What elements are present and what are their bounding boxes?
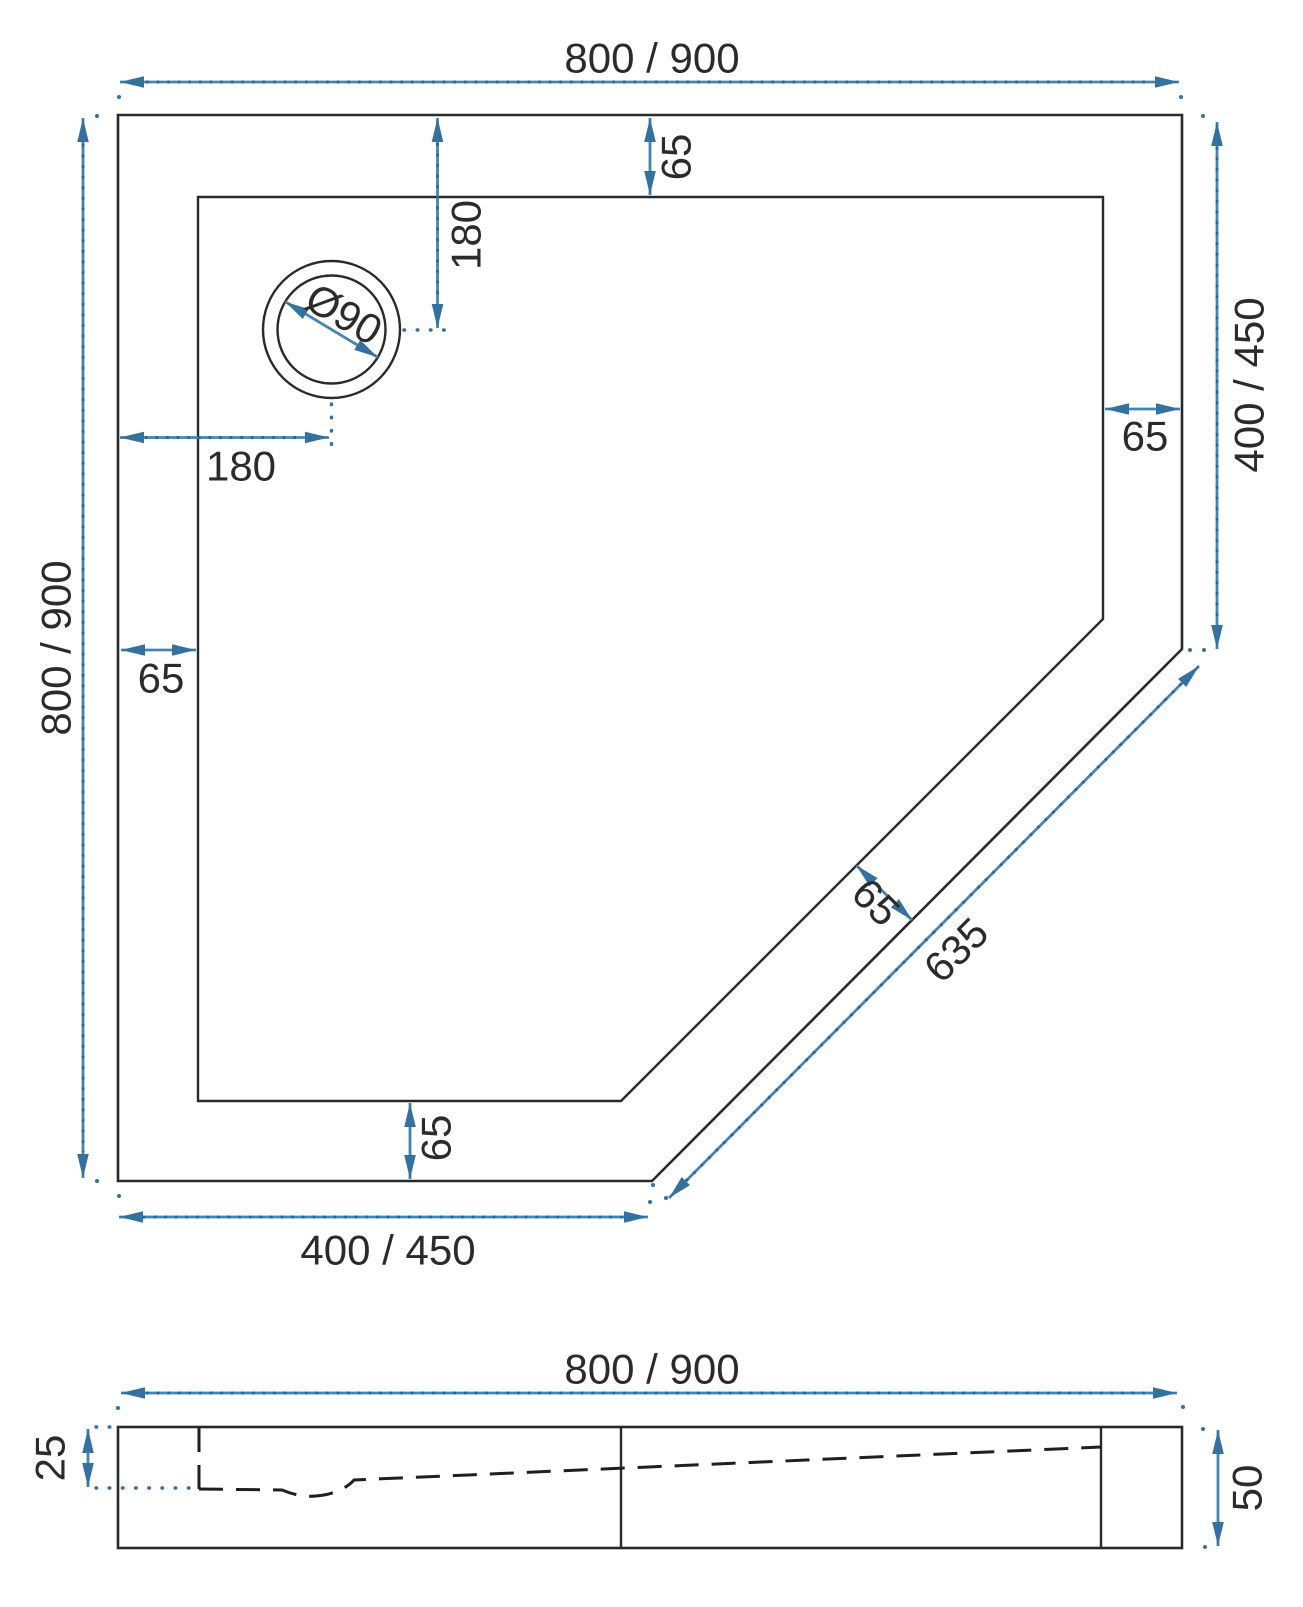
leader-dot [651, 1183, 655, 1187]
section-view: 800 / 900 25 50 [27, 1346, 1271, 1550]
dim-label: 400 / 450 [300, 1227, 475, 1274]
leader-dot [1188, 648, 1192, 652]
leader-dot [664, 1196, 668, 1200]
dim-rim-top: 65 [644, 118, 700, 195]
dim-line-dots [684, 681, 1184, 1183]
dim-line [284, 300, 379, 359]
dim-rim-bottom: 65 [404, 1103, 460, 1179]
dim-label: 400 / 450 [1226, 297, 1273, 472]
dim-label: 800 / 900 [564, 1346, 739, 1393]
leader-dot [117, 1194, 121, 1198]
dim-drain-offset-left: 180 [120, 431, 329, 490]
dim-label: 50 [1224, 1465, 1271, 1512]
leader-dot [95, 1179, 99, 1183]
dim-label: 800 / 900 [564, 35, 739, 82]
dim-overall-width: 800 / 900 [120, 35, 1179, 88]
dim-label: 65 [138, 655, 185, 702]
section-outline [116, 1425, 1184, 1550]
leader-dot [1201, 1427, 1205, 1431]
leader-dots [95, 95, 1206, 1204]
leader-dot [648, 1200, 652, 1204]
leader-dot [1179, 95, 1183, 99]
leader-dot [1201, 114, 1205, 118]
drain-inner-circle [276, 274, 387, 385]
dim-section-height: 50 [1212, 1430, 1271, 1546]
dim-label: 25 [27, 1435, 74, 1482]
dim-label: 65 [413, 1115, 460, 1162]
leader-dot [117, 95, 121, 99]
top-view: 800 / 900 800 / 900 400 / 450 400 / 450 … [33, 35, 1273, 1274]
leader-dot [1203, 1545, 1207, 1549]
dim-label: 180 [206, 443, 276, 490]
dim-rim-left: 65 [121, 644, 196, 702]
dim-label: 180 [443, 200, 490, 270]
dim-label: 800 / 900 [33, 560, 80, 735]
dim-rim-right: 65 [1105, 403, 1180, 460]
dim-bottom-edge: 400 / 450 [119, 1211, 648, 1274]
dim-overall-height: 800 / 900 [33, 118, 89, 1178]
section-leader-dots [116, 1405, 1207, 1549]
dim-label: 65 [653, 134, 700, 181]
dim-right-edge: 400 / 450 [1211, 122, 1273, 649]
dim-label: 65 [1122, 413, 1169, 460]
leader-dot [95, 114, 99, 118]
dim-section-depth: 25 [27, 1429, 94, 1487]
dim-drain-offset-top: 180 [431, 118, 490, 328]
leader-dot [116, 1406, 120, 1410]
leader-dot [1202, 648, 1206, 652]
section-hidden-floor-slope [198, 1445, 1102, 1498]
leader-dot [1181, 1405, 1185, 1409]
drain-outer-circle [261, 259, 402, 400]
dim-section-width: 800 / 900 [121, 1346, 1177, 1399]
